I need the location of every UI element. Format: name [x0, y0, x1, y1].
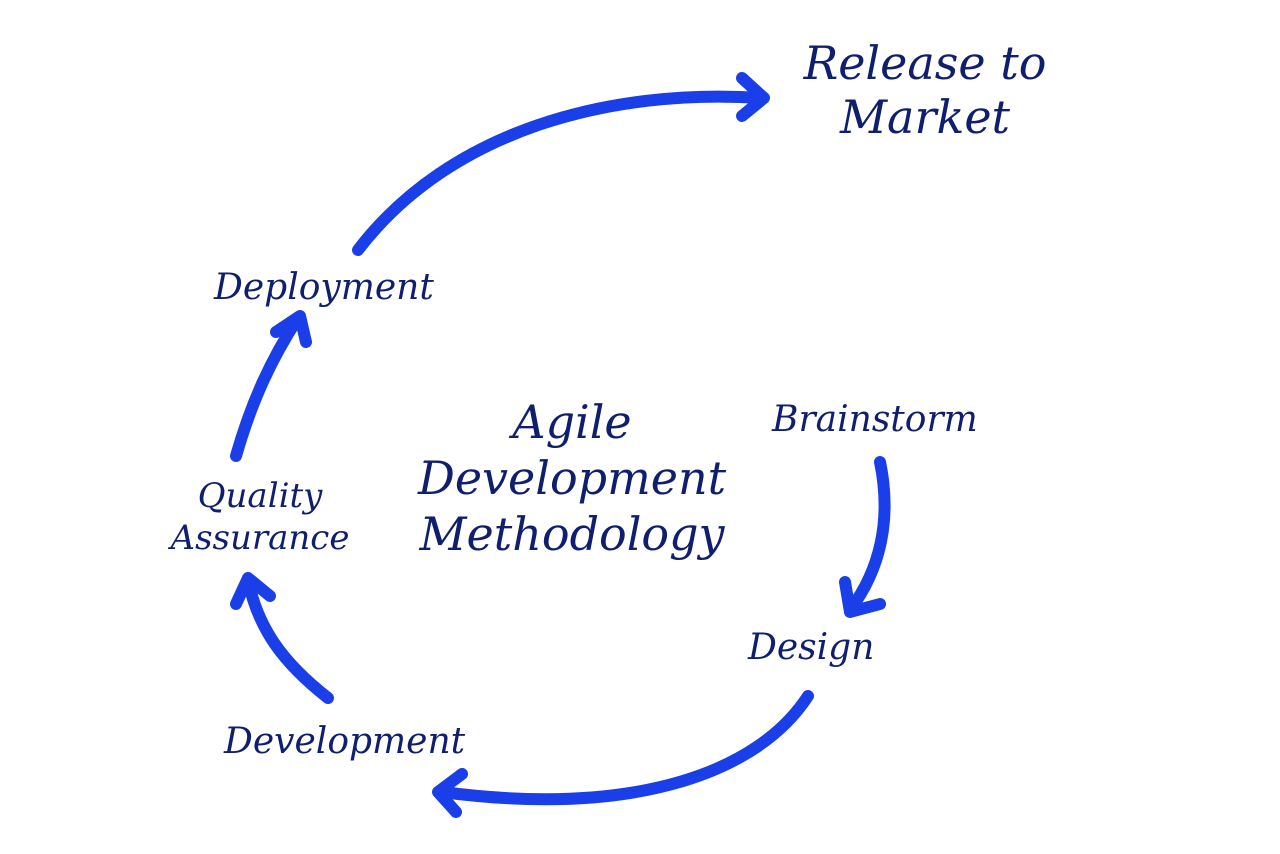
arrow-design-to-development [432, 690, 814, 818]
quality-assurance-line-1: Quality [197, 476, 323, 516]
release-to-market-line-2: Market [839, 90, 1011, 144]
diagram-title-line-1: Agile [512, 395, 632, 449]
arrow-development-to-quality-assurance [230, 572, 334, 704]
release-to-market-label: Release to Market [760, 36, 1090, 144]
design-label: Design [748, 627, 875, 668]
diagram-title: Agile Development Methodology [372, 394, 772, 562]
release-to-market-line-1: Release to [803, 36, 1047, 90]
quality-assurance-label: Quality Assurance [140, 475, 380, 559]
arrow-brainstorm-to-design [839, 456, 891, 618]
quality-assurance-line-2: Assurance [170, 518, 350, 558]
diagram-title-line-2: Development [417, 451, 727, 505]
brainstorm-label: Brainstorm [772, 399, 978, 440]
development-label: Development [224, 721, 466, 762]
deployment-label: Deployment [214, 267, 434, 308]
diagram-title-line-3: Methodology [419, 507, 725, 561]
arrow-deployment-to-release [352, 72, 770, 256]
arrow-quality-assurance-to-deployment [230, 310, 312, 462]
